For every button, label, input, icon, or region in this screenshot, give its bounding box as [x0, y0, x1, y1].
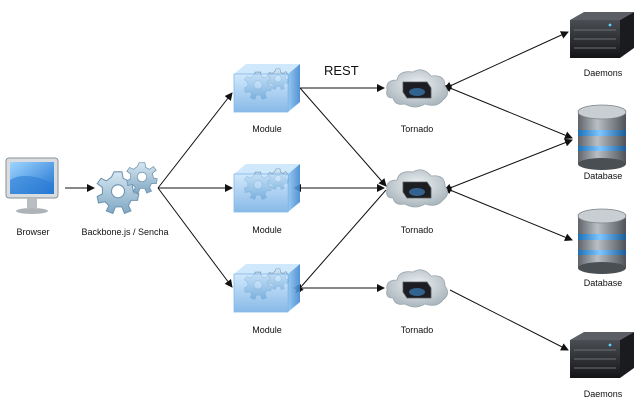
- arrow-tornado-bot-to-daemons-bot: [449, 289, 569, 351]
- tornado-top-label: Tornado: [400, 124, 434, 134]
- arrow-tornado-top-database-top: [443, 84, 573, 140]
- module-top-label: Module: [252, 124, 282, 134]
- cube-gears-icon: [233, 64, 300, 113]
- arrow-tornado-mid-database-bot: [443, 186, 573, 242]
- cloud-server-icon: [386, 269, 448, 308]
- arrow-backbone-to-module-bot: [157, 187, 233, 288]
- arrow-tornado-top-daemons-top: [443, 31, 569, 90]
- tornado-bot-label: Tornado: [400, 325, 434, 335]
- server-rack-icon: [570, 12, 634, 58]
- database-bot-label: Database: [583, 278, 623, 288]
- module-bot-label: Module: [252, 325, 282, 335]
- cube-gears-icon: [233, 164, 300, 213]
- cloud-server-icon: [386, 69, 448, 108]
- daemons-bot-label: Daemons: [583, 389, 623, 399]
- daemons-top-label: Daemons: [583, 68, 623, 78]
- gears-icon: [96, 162, 158, 214]
- cube-gears-icon: [233, 264, 300, 313]
- arrow-module-top-to-tornado-mid: [299, 87, 387, 187]
- rest-label: REST: [324, 63, 359, 78]
- tornado-mid-label: Tornado: [400, 225, 434, 235]
- server-rack-icon: [570, 332, 634, 378]
- browser-label: Browser: [16, 227, 50, 237]
- arrow-tornado-mid-database-top: [443, 138, 573, 192]
- database-cylinder-icon: [577, 104, 627, 170]
- arrow-module-bot-to-tornado-mid: [295, 189, 387, 294]
- arrow-backbone-to-module-top: [157, 92, 233, 189]
- monitor-icon: [5, 157, 59, 214]
- database-top-label: Database: [583, 171, 623, 181]
- connectors: [65, 31, 573, 351]
- database-cylinder-icon: [577, 208, 627, 274]
- backbone-label: Backbone.js / Sencha: [81, 227, 169, 237]
- module-mid-label: Module: [252, 225, 282, 235]
- cloud-server-icon: [386, 169, 448, 208]
